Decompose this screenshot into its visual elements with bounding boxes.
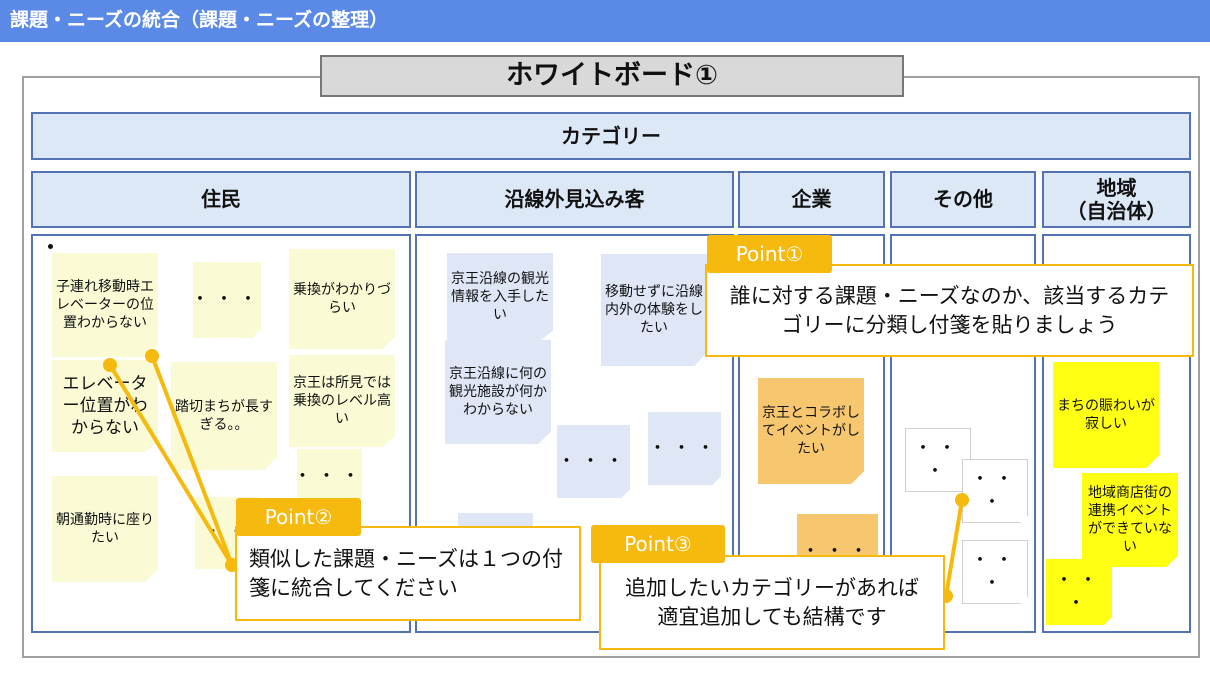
sticky-note[interactable]: 京王沿線に何の観光施設が何かわからない [445, 340, 551, 444]
sticky-note[interactable]: ・・・ [193, 262, 261, 338]
sticky-note[interactable]: 京王は所見では乗換のレベル高い [289, 355, 395, 447]
sticky-note[interactable]: まちの賑わいが寂しい [1053, 362, 1159, 468]
point2-box: 類似した課題・ニーズは１つの付箋に統合してください [235, 526, 581, 621]
column-header-companies: 企業 [738, 171, 885, 228]
column-header-outside-customers: 沿線外見込み客 [415, 171, 734, 228]
column-header-region: 地域 （自治体） [1042, 171, 1191, 228]
sticky-note[interactable]: ・・・ [557, 425, 630, 498]
point2-label: Point② [236, 498, 361, 536]
sticky-note[interactable]: 朝通勤時に座りたい [52, 476, 158, 582]
bullet-dot [48, 244, 53, 249]
sticky-note[interactable]: 移動せずに沿線内外の体験をしたい [601, 254, 707, 366]
point1-label: Point① [707, 235, 832, 273]
sticky-note[interactable]: ・・・ [297, 449, 362, 504]
point3-box: 追加したいカテゴリーがあれば適宜追加しても結構です [599, 555, 945, 650]
point1-box: 誰に対する課題・ニーズなのか、該当するカテゴリーに分類し付箋を貼りましょう [705, 264, 1194, 357]
sticky-note[interactable]: ・・・ [648, 412, 721, 485]
sticky-note[interactable]: ・・ ・ [905, 428, 971, 492]
point3-text: 追加したいカテゴリーがあれば適宜追加しても結構です [625, 576, 919, 629]
sticky-note[interactable]: 京王とコラボしてイベントがしたい [758, 378, 864, 484]
sticky-note[interactable]: 子連れ移動時エレベーターの位置わからない [52, 253, 158, 357]
sticky-note[interactable]: エレベーター位置がわからない [52, 360, 158, 452]
column-header-residents: 住民 [31, 171, 411, 228]
sticky-note[interactable]: 京王沿線の観光情報を入手したい [447, 253, 553, 341]
point1-text: 誰に対する課題・ニーズなのか、該当するカテゴリーに分類し付箋を貼りましょう [729, 284, 1170, 337]
whiteboard-title: ホワイトボード① [320, 55, 904, 97]
sticky-note[interactable]: ・・ ・ [962, 459, 1028, 523]
page-header: 課題・ニーズの統合（課題・ニーズの整理） [0, 0, 1210, 42]
sticky-note[interactable]: 乗換がわかりづらい [289, 249, 395, 349]
point3-label: Point③ [591, 525, 725, 563]
column-header-other: その他 [890, 171, 1036, 228]
category-header: カテゴリー [31, 112, 1191, 160]
sticky-note[interactable]: ・・ ・ [1046, 559, 1112, 625]
sticky-note[interactable]: 地域商店街の連携イベントができていない [1082, 473, 1178, 567]
point2-text: 類似した課題・ニーズは１つの付箋に統合してください [249, 547, 563, 600]
sticky-note[interactable]: ・・ ・ [962, 540, 1028, 604]
